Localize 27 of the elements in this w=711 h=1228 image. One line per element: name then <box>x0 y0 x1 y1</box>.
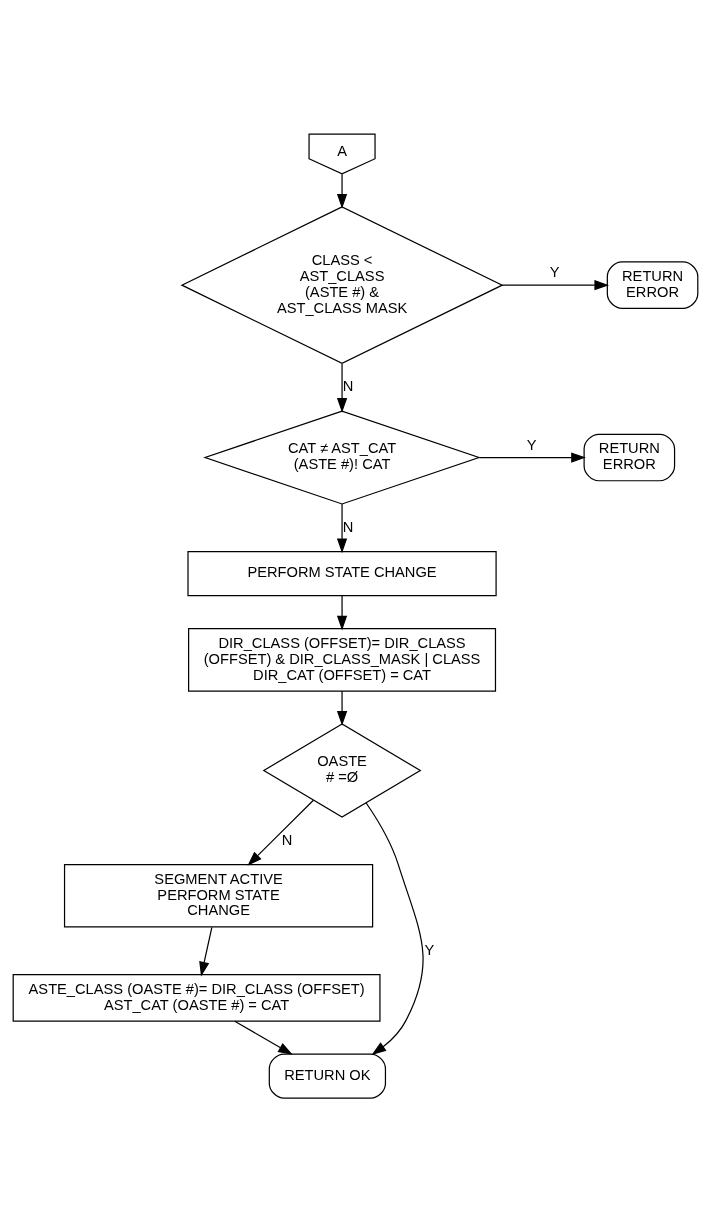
node-diamond: CAT ≠ AST_CAT (ASTE #)! CAT <box>203 410 481 505</box>
edge-label: N <box>342 378 354 395</box>
edge-label: N <box>281 831 293 848</box>
node-box: RETURN ERROR <box>583 433 676 482</box>
node-box: ASTE_CLASS (OASTE #)= DIR_CLASS (OFFSET) AST_CAT (OASTE #) = CAT <box>12 974 381 1022</box>
arrow <box>336 503 348 554</box>
arrow <box>501 280 610 291</box>
node-diamond: OASTE # =Ø <box>262 723 422 818</box>
arrow <box>336 690 348 726</box>
edge-label: N <box>342 518 354 535</box>
node-diamond: CLASS < AST_CLASS (ASTE #) & AST_CLASS MASK <box>180 206 504 365</box>
arrow <box>234 1020 293 1055</box>
arrow <box>199 926 213 977</box>
arrow <box>336 595 348 631</box>
arrow <box>365 802 424 1056</box>
arrow <box>478 452 586 463</box>
arrow <box>336 173 348 209</box>
arrow <box>336 363 348 413</box>
node-box: RETURN OK <box>268 1053 387 1099</box>
edge-label: Y <box>424 941 435 958</box>
edge-label: Y <box>549 264 560 281</box>
node-box: DIR_CLASS (OFFSET)= DIR_CLASS (OFFSET) & DIR_CLASS_MASK | CLASS DIR_CAT (OFFSET) = CAT <box>188 628 497 692</box>
edge-label: Y <box>526 436 537 453</box>
node-box: SEGMENT ACTIVE PERFORM STATE CHANGE <box>63 864 374 928</box>
arrow <box>247 799 315 866</box>
node-box: PERFORM STATE CHANGE <box>187 551 497 597</box>
node-box: RETURN ERROR <box>606 261 699 309</box>
